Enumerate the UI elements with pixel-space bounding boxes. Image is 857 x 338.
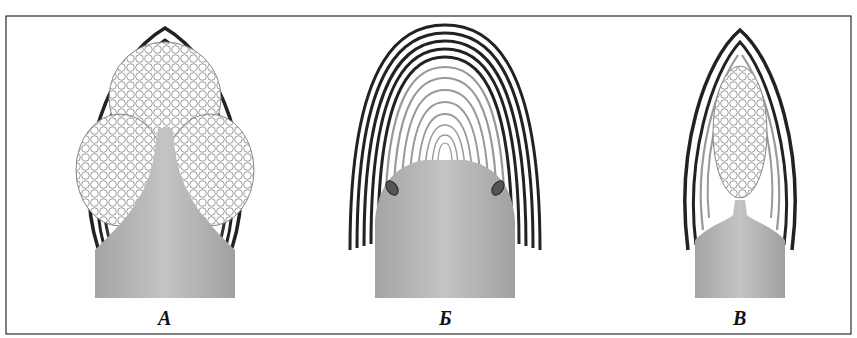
figure-label: А [158,308,171,328]
figure-label: В [733,308,746,328]
bud-a [76,28,254,298]
bud-b [350,25,540,298]
figure-label: Б [439,308,452,328]
frame [6,16,851,334]
bud-c [685,30,795,298]
